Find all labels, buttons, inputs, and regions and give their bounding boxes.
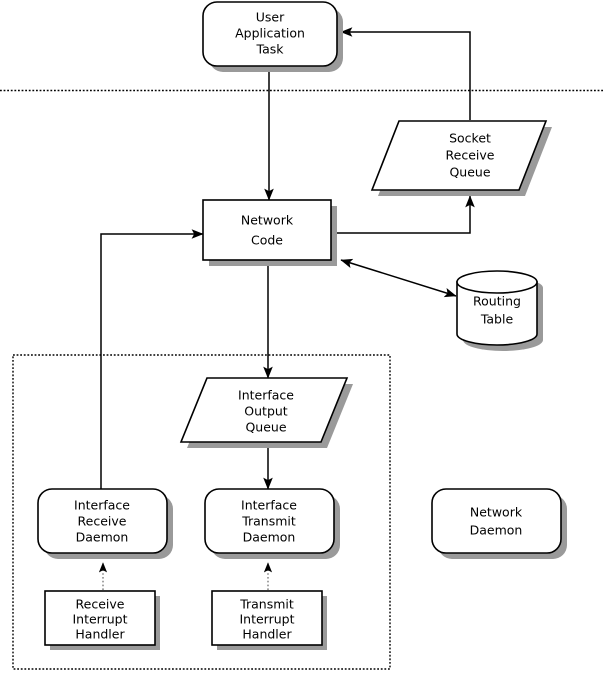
node-interface-receive-daemon[interactable]: Interface Receive Daemon (37, 488, 173, 559)
node-transmit-interrupt-handler[interactable]: Transmit Interrupt Handler (211, 590, 327, 650)
node-receive-interrupt-handler[interactable]: Receive Interrupt Handler (44, 590, 160, 650)
node-label: Handler (75, 627, 125, 642)
node-label: Task (256, 42, 285, 57)
node-routing-table[interactable]: Routing Table (456, 270, 543, 351)
node-label: Daemon (470, 523, 523, 538)
node-interface-output-queue[interactable]: Interface Output Queue (179, 377, 353, 448)
node-label: Table (480, 312, 514, 327)
node-label: Network (470, 505, 523, 520)
node-label: Handler (242, 627, 292, 642)
node-user-application-task[interactable]: User Application Task (202, 1, 343, 72)
node-label: Code (251, 233, 283, 248)
node-label: Daemon (76, 530, 129, 545)
edge-network-code-to-socket-receive-queue (331, 195, 475, 234)
node-label: Interrupt (72, 612, 127, 627)
node-label: Output (244, 404, 288, 419)
node-label: Interrupt (239, 612, 294, 627)
node-label: Application (235, 26, 305, 41)
node-label: User (256, 10, 285, 25)
node-label: Receive (78, 514, 127, 529)
node-label: Queue (449, 165, 490, 180)
edge-network-code-to-routing-table (340, 258, 457, 298)
node-label: Interface (241, 498, 297, 513)
edge-socket-receive-queue-to-user-task (340, 27, 471, 120)
edge-interface-receive-daemon-to-network-code (100, 229, 204, 491)
node-label: Socket (449, 131, 491, 146)
node-label: Interface (74, 498, 130, 513)
node-label: Receive (446, 148, 495, 163)
node-label: Transmit (241, 514, 296, 529)
node-label: Routing (473, 294, 521, 309)
node-label: Interface (238, 388, 294, 403)
node-socket-receive-queue[interactable]: Socket Receive Queue (370, 120, 552, 196)
boundary-network-daemon-region (12, 354, 391, 670)
node-label: Network (241, 213, 294, 228)
node-interface-transmit-daemon[interactable]: Interface Transmit Daemon (204, 488, 340, 559)
node-label: Receive (76, 597, 125, 612)
node-network-code[interactable]: Network Code (202, 199, 337, 266)
node-network-daemon[interactable]: Network Daemon (431, 488, 567, 559)
node-label: Queue (245, 420, 286, 435)
node-label: Daemon (243, 530, 296, 545)
node-label: Transmit (239, 597, 294, 612)
